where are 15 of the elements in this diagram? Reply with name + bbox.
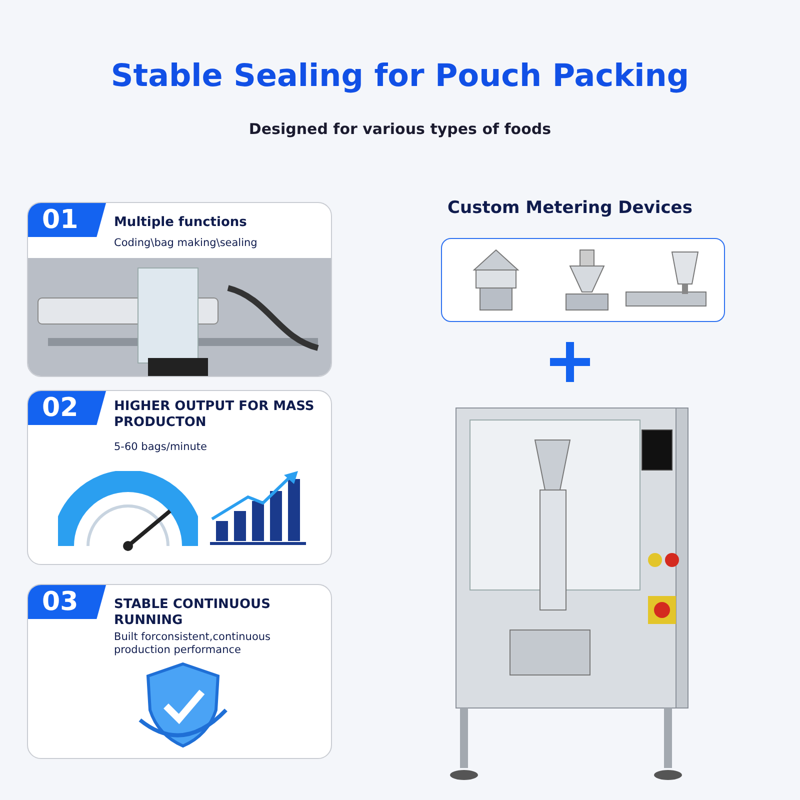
feature-description: Built forconsistent,continuous production performance (114, 631, 272, 657)
number-badge: 01 (28, 203, 106, 237)
feature-heading: HIGHER OUTPUT FOR MASS PRODUCTON (114, 399, 316, 431)
title: Stable Sealing for Pouch Packing (110, 58, 690, 94)
number-badge: 02 (28, 391, 106, 425)
subtitle: Designed for various types of foods (248, 120, 552, 138)
feature-heading: STABLE CONTINUOUS RUNNING (114, 597, 272, 629)
feature-card (27, 202, 332, 377)
feature-description: 5-60 bags/minute (114, 441, 208, 454)
number-badge: 03 (28, 585, 106, 619)
feature-card (27, 584, 332, 759)
feature-card (27, 390, 332, 565)
feature-description: Coding\bag making\sealing (114, 237, 258, 250)
section-heading: Custom Metering Devices (446, 198, 694, 218)
feature-heading: Multiple functions (114, 215, 248, 231)
